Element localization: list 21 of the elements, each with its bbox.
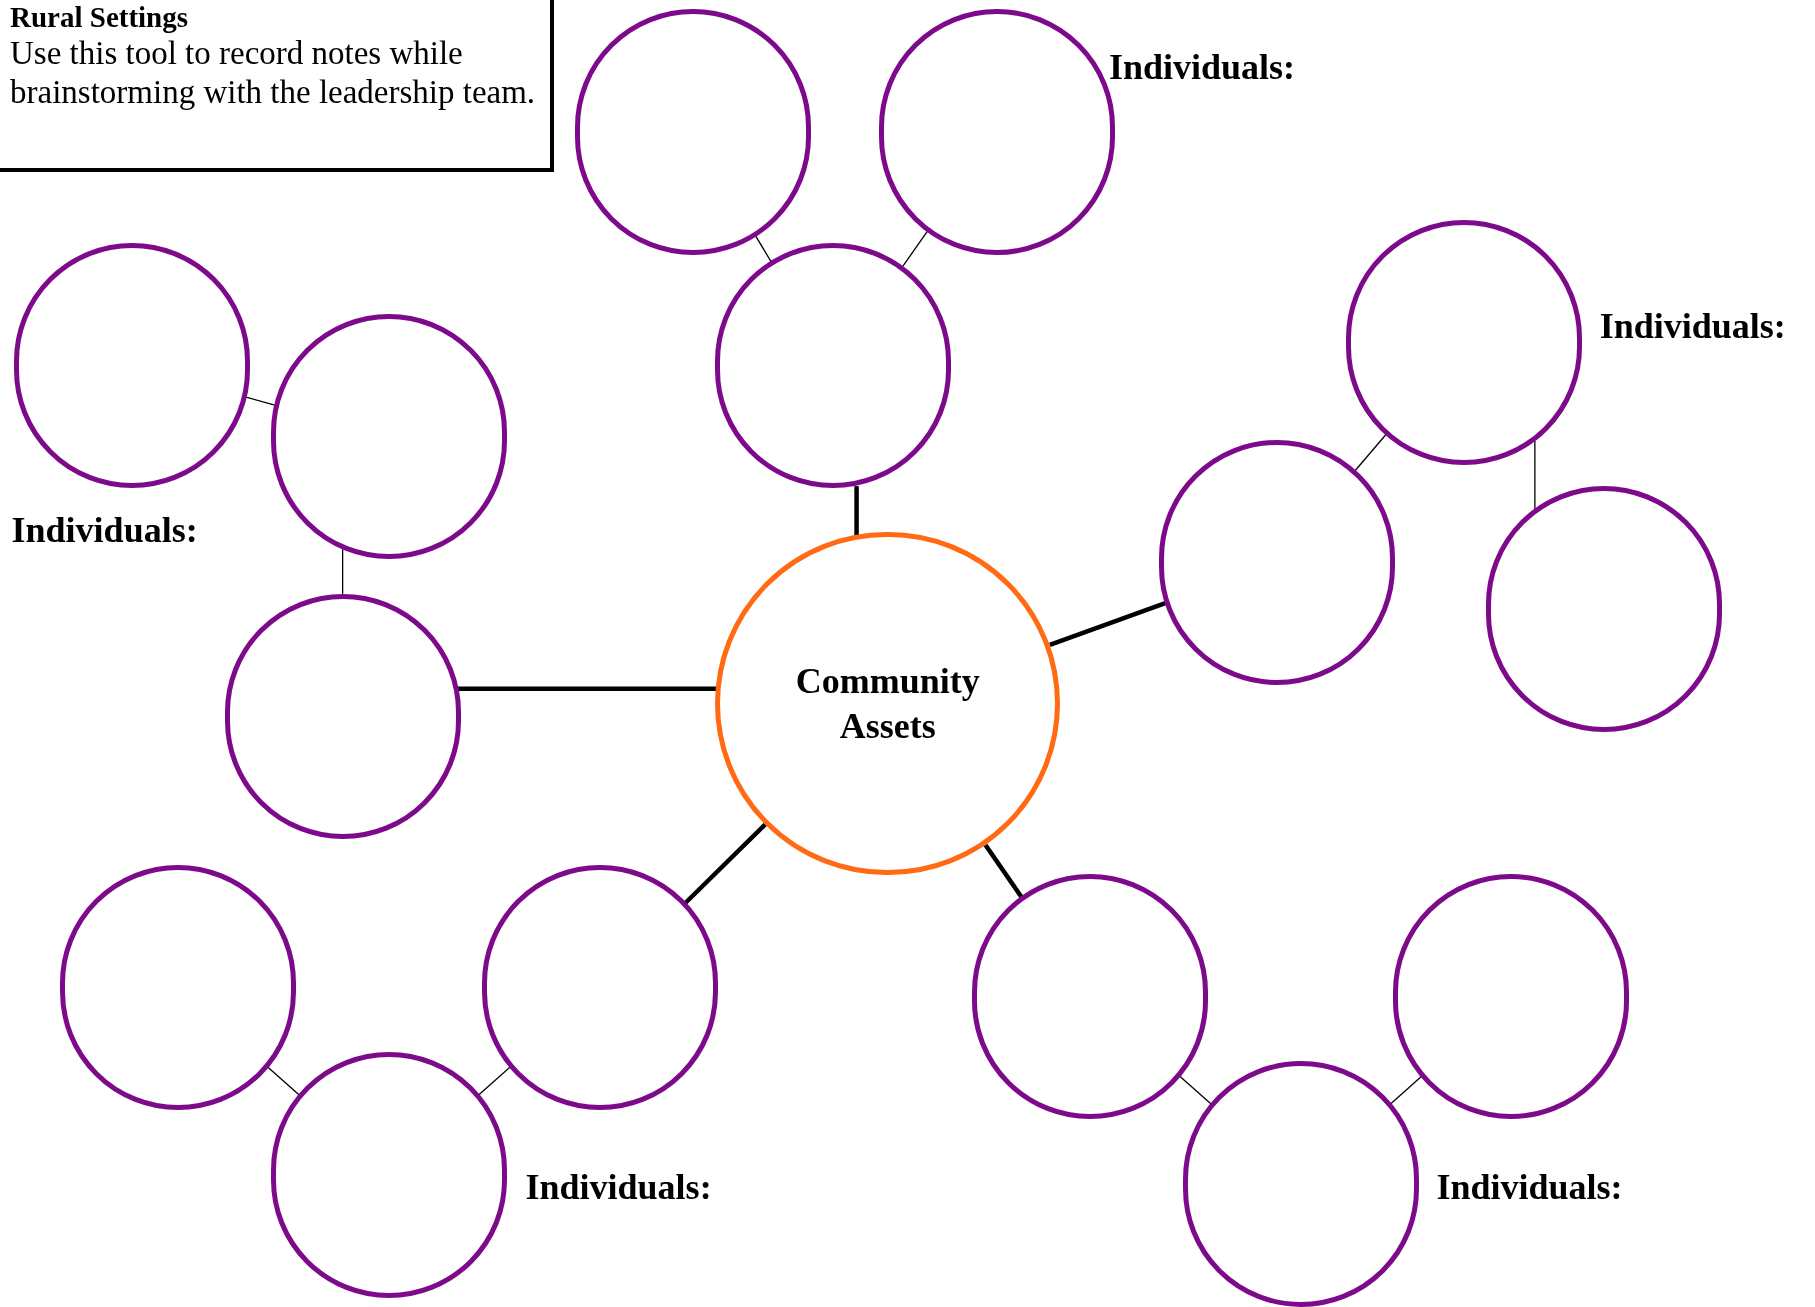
group-label: Individuals:: [1599, 307, 1786, 344]
group-label: Individuals:: [1436, 1169, 1623, 1206]
connector-line: [902, 230, 928, 268]
connector-line: [983, 843, 1024, 899]
note-text: Use this tool to record notes while brainstorming with the leadership team.: [10, 33, 537, 113]
group-label: Individuals:: [1108, 48, 1295, 85]
connector-line: [1389, 1076, 1422, 1105]
connector-line: [683, 822, 767, 905]
connector-line: [477, 1066, 511, 1096]
connector-line: [755, 235, 772, 263]
group-label: Individuals:: [525, 1169, 712, 1206]
connector-line: [1534, 440, 1536, 511]
circle-label: Community Assets: [794, 659, 981, 748]
group-label: Individuals:: [11, 511, 198, 548]
connector-line: [1179, 1075, 1213, 1105]
connector-line: [267, 1066, 300, 1096]
note-heading: Rural Settings: [10, 2, 189, 34]
connector-line: [342, 548, 344, 595]
connector-line: [1049, 600, 1167, 648]
note-box: [0, 0, 554, 172]
connector-line: [1354, 433, 1387, 472]
